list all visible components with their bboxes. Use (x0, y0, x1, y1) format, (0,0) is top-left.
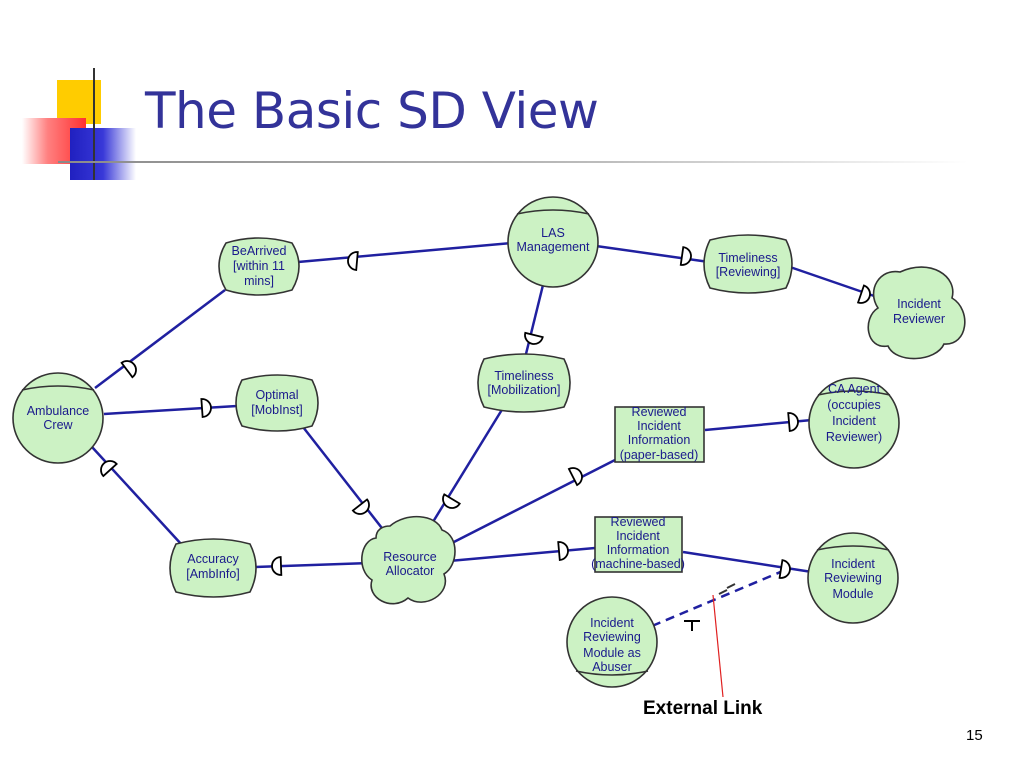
dependency-d-mark (120, 360, 137, 379)
svg-text:Timeliness[Mobilization]: Timeliness[Mobilization] (488, 369, 561, 397)
svg-text:Timeliness[Reviewing]: Timeliness[Reviewing] (716, 251, 781, 279)
link (426, 407, 505, 531)
link (94, 289, 226, 389)
dependency-d-mark (200, 398, 212, 418)
dependency-d-mark (856, 284, 871, 304)
dependency-d-mark (679, 246, 692, 266)
node-timeliness-mobilization-softgoal: Timeliness[Mobilization] (477, 353, 571, 413)
link (302, 426, 386, 533)
ornament-blue-square (70, 128, 136, 180)
slide-title: The Basic SD View (145, 82, 599, 140)
link (595, 244, 710, 264)
external-link-callout-line (712, 594, 724, 698)
external-link (651, 566, 791, 628)
dependency-d-mark (351, 498, 370, 515)
external-link-callout-label: External Link (643, 698, 763, 719)
dependency-links (91, 241, 881, 628)
dependency-d-mark (567, 467, 583, 487)
link (447, 458, 616, 547)
link (682, 550, 813, 574)
node-timeliness-reviewing-softgoal: Timeliness[Reviewing] (703, 234, 793, 294)
page-number: 15 (966, 727, 983, 744)
dependency-d-mark (524, 331, 544, 345)
svg-text:Optimal[MobInst]: Optimal[MobInst] (251, 388, 302, 417)
dependency-d-mark (778, 559, 791, 579)
dependency-d-mark (100, 460, 118, 478)
node-accuracy-softgoal: Accuracy[AmbInfo] (169, 538, 257, 598)
depender-marks (100, 246, 871, 579)
dependency-marks (684, 583, 736, 631)
link (448, 546, 596, 563)
title-underline (58, 161, 968, 163)
dependency-d-mark (271, 556, 283, 576)
svg-text:Accuracy[AmbInfo]: Accuracy[AmbInfo] (186, 552, 240, 581)
link (297, 241, 513, 264)
link (523, 284, 545, 359)
denied-mark (684, 620, 700, 631)
dependency-d-mark (347, 251, 359, 271)
dependency-d-mark (557, 541, 569, 561)
link (103, 404, 238, 416)
dependency-d-mark (442, 493, 461, 509)
ornament-vertical-line (93, 68, 95, 180)
dependency-mark (718, 583, 736, 595)
dependency-d-mark (787, 412, 799, 432)
node-optimal-softgoal: Optimal[MobInst] (235, 374, 319, 432)
